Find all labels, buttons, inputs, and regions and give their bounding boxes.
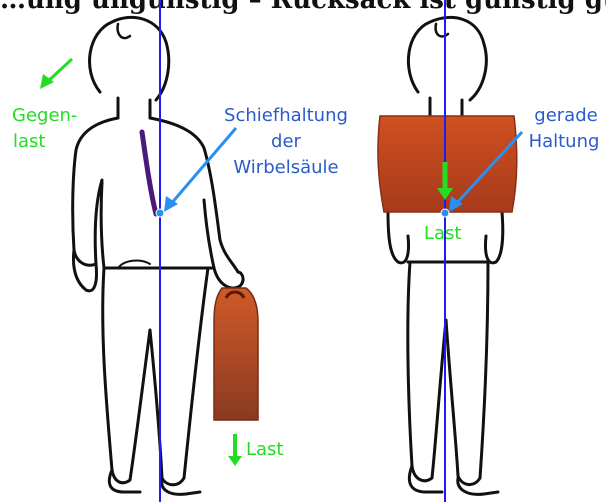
right-center-point xyxy=(441,209,449,217)
left-load-label: Last xyxy=(246,438,284,462)
left-posture-label-line3: Wirbelsäule xyxy=(216,156,356,180)
left-posture-label-line2: der xyxy=(216,130,356,154)
right-head xyxy=(408,17,486,100)
right-load-label: Last xyxy=(424,222,462,246)
left-spine-tilt xyxy=(142,132,156,214)
left-posture-label-line1: Schiefhaltung xyxy=(216,104,356,128)
handbag xyxy=(214,288,258,420)
left-head xyxy=(90,17,169,100)
right-posture-label-line2: Haltung xyxy=(522,130,606,154)
counterload-label-line1: Gegen- xyxy=(12,104,77,128)
left-person xyxy=(73,17,243,494)
counterload-label-line2: last xyxy=(13,130,45,154)
right-posture-label-line1: gerade xyxy=(526,104,606,128)
counterload-arrow xyxy=(40,59,72,89)
left-load-arrow xyxy=(228,434,242,466)
left-center-point xyxy=(156,209,164,217)
right-legs xyxy=(408,262,488,485)
left-legs xyxy=(103,268,208,485)
